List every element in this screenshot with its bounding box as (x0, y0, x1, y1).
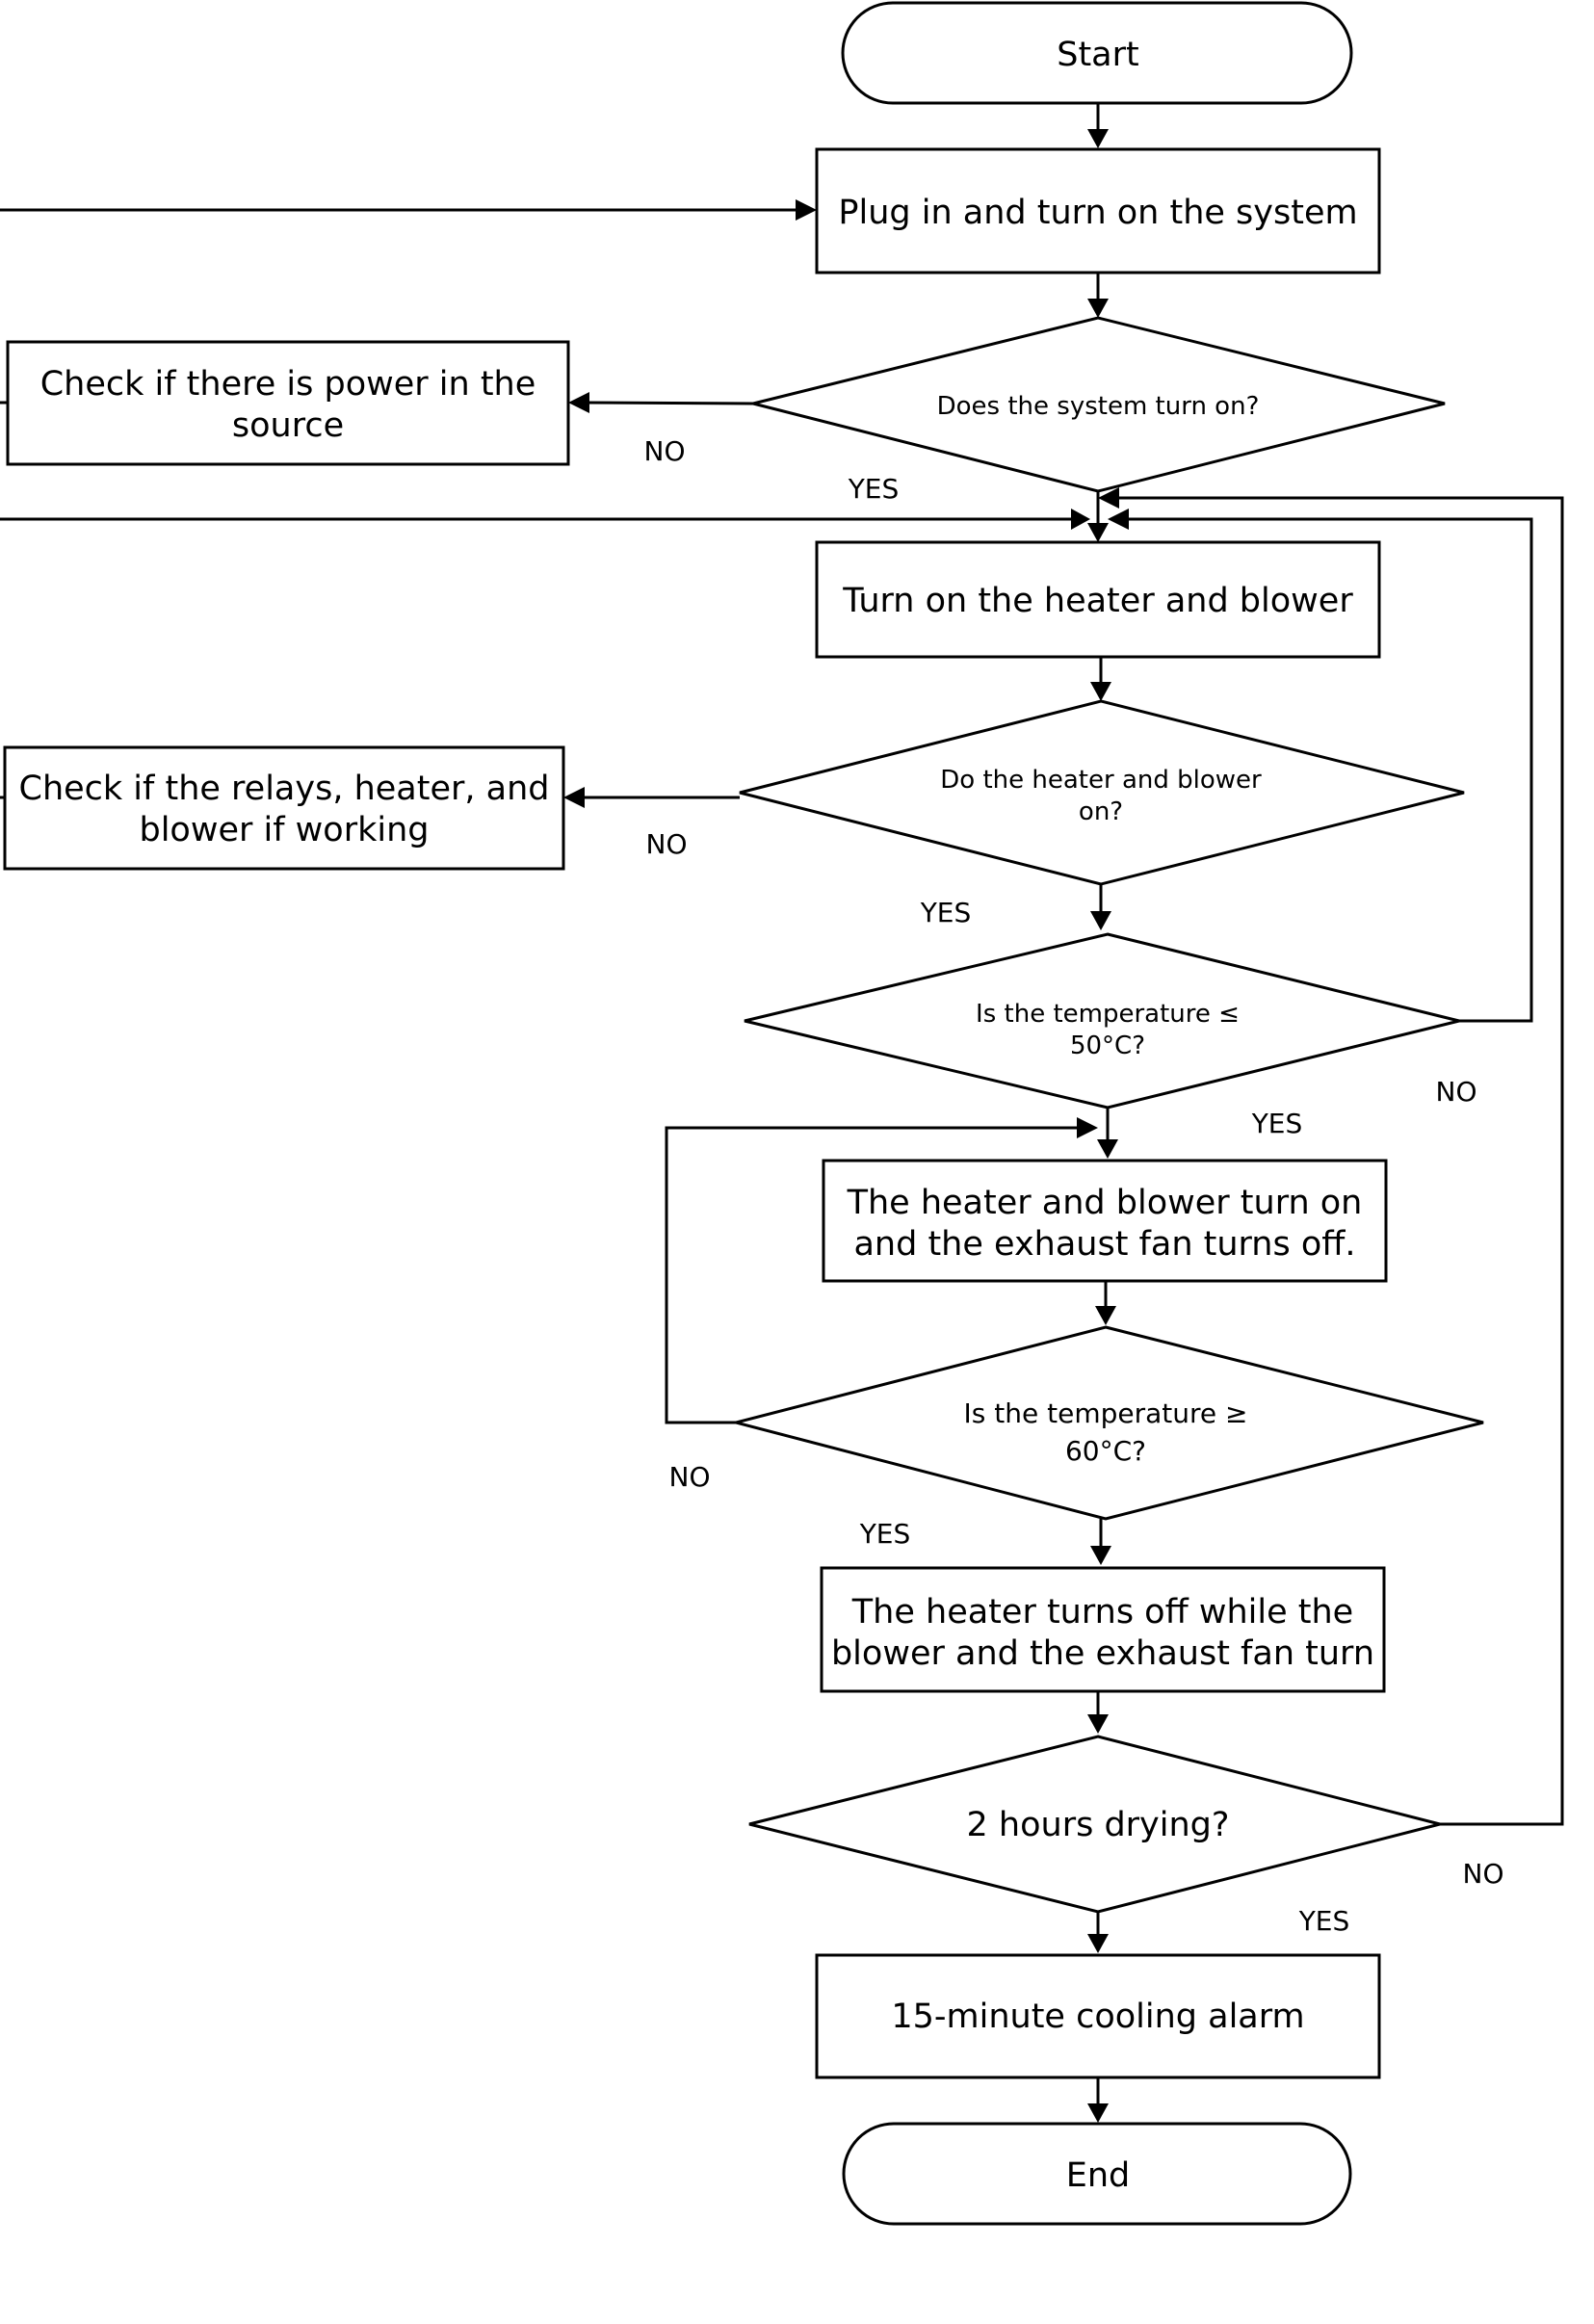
arrowhead-temp50-yes (1097, 1139, 1118, 1159)
temp-le-50-label-1: Is the temperature ≤ (976, 1000, 1240, 1029)
check-power-label-2: source (232, 406, 344, 445)
temp-le-50-decision (744, 932, 1460, 1110)
heater-blower-check-decision (739, 699, 1465, 886)
system-on-label: Does the system turn on? (937, 392, 1260, 421)
arrowhead-drying-yes (1087, 1934, 1109, 1953)
arrowhead-heater-check-no (563, 787, 585, 808)
temp60-yes-label: YES (859, 1518, 911, 1550)
heater-blower-check-label-1: Do the heater and blower (940, 766, 1262, 795)
drying-no-label: NO (1463, 1858, 1504, 1890)
plug-in-box (815, 147, 1381, 274)
arrowhead-heater-off-to-drying (1087, 1714, 1109, 1734)
end-terminal (842, 2122, 1352, 2226)
drying-decision (748, 1735, 1441, 1914)
heater-off-box (820, 1566, 1386, 1693)
arrowhead-exhaust-to-temp60 (1095, 1306, 1116, 1325)
cooling-alarm-box (815, 1953, 1381, 2079)
drying-label: 2 hours drying? (967, 1806, 1230, 1844)
arrowhead-feedback-to-plug (796, 199, 817, 221)
drying-yes-label: YES (1298, 1905, 1350, 1937)
end-label: End (1066, 2156, 1131, 2195)
heater-blower-check-label-2: on? (1079, 797, 1123, 826)
exhaust-off-label-1: The heater and blower turn on (847, 1184, 1363, 1222)
exhaust-off-box (822, 1159, 1388, 1283)
heater-blower-on-box (815, 540, 1381, 659)
temp50-no-label: NO (1436, 1076, 1477, 1108)
cooling-alarm-label: 15-minute cooling alarm (891, 1998, 1304, 2036)
heater-off-label-2: blower and the exhaust fan turn (831, 1634, 1374, 1673)
arrowhead-system-on-yes (1087, 523, 1109, 542)
arrow-drying-no (1117, 496, 1564, 1826)
temp-le-50-label-2: 50°C? (1070, 1031, 1145, 1060)
heater-off-label-1: The heater turns off while the (851, 1593, 1353, 1632)
heater-check-no-label: NO (646, 828, 688, 860)
start-label: Start (1057, 36, 1139, 74)
check-relays-label-2: blower if working (139, 811, 429, 849)
heater-check-yes-label: YES (920, 897, 972, 928)
temp-ge-60-label-1: Is the temperature ≥ (964, 1397, 1248, 1429)
arrowhead-drying-no (1098, 487, 1119, 509)
arrow-system-on-no (585, 401, 754, 405)
arrowhead-heater-check-yes (1090, 911, 1111, 930)
arrow-temp50-no (1127, 517, 1533, 1023)
plug-in-label: Plug in and turn on the system (838, 194, 1357, 232)
arrowhead-temp50-no (1108, 509, 1129, 530)
arrowhead-heater-blower-to-check (1090, 682, 1111, 701)
system-on-decision (752, 316, 1446, 493)
system-on-yes-label: YES (848, 473, 900, 505)
arrowhead-temp60-no (1077, 1117, 1098, 1138)
arrowhead-plug-to-system-on (1087, 299, 1109, 318)
system-on-no-label: NO (644, 435, 686, 467)
arrowhead-temp60-yes (1090, 1546, 1111, 1565)
exhaust-off-label-2: and the exhaust fan turns off. (853, 1225, 1355, 1264)
temp-ge-60-decision (730, 1325, 1484, 1521)
arrowhead-start-to-plug (1087, 129, 1109, 148)
arrow-temp60-no (665, 1126, 1079, 1424)
temp50-yes-label: YES (1251, 1108, 1303, 1139)
check-power-box (6, 340, 570, 466)
start-terminal (841, 1, 1353, 105)
arrowhead-cooling-to-end (1087, 2103, 1109, 2123)
heater-blower-on-label: Turn on the heater and blower (842, 582, 1353, 620)
check-relays-label-1: Check if the relays, heater, and (19, 770, 550, 808)
arrowhead-feedback-to-heater-blower (1071, 509, 1090, 530)
check-power-label-1: Check if there is power in the (40, 365, 536, 404)
arrowhead-system-on-no (568, 392, 589, 413)
temp-ge-60-label-2: 60°C? (1065, 1435, 1146, 1467)
temp60-no-label: NO (669, 1461, 711, 1493)
check-relays-box (3, 745, 565, 871)
